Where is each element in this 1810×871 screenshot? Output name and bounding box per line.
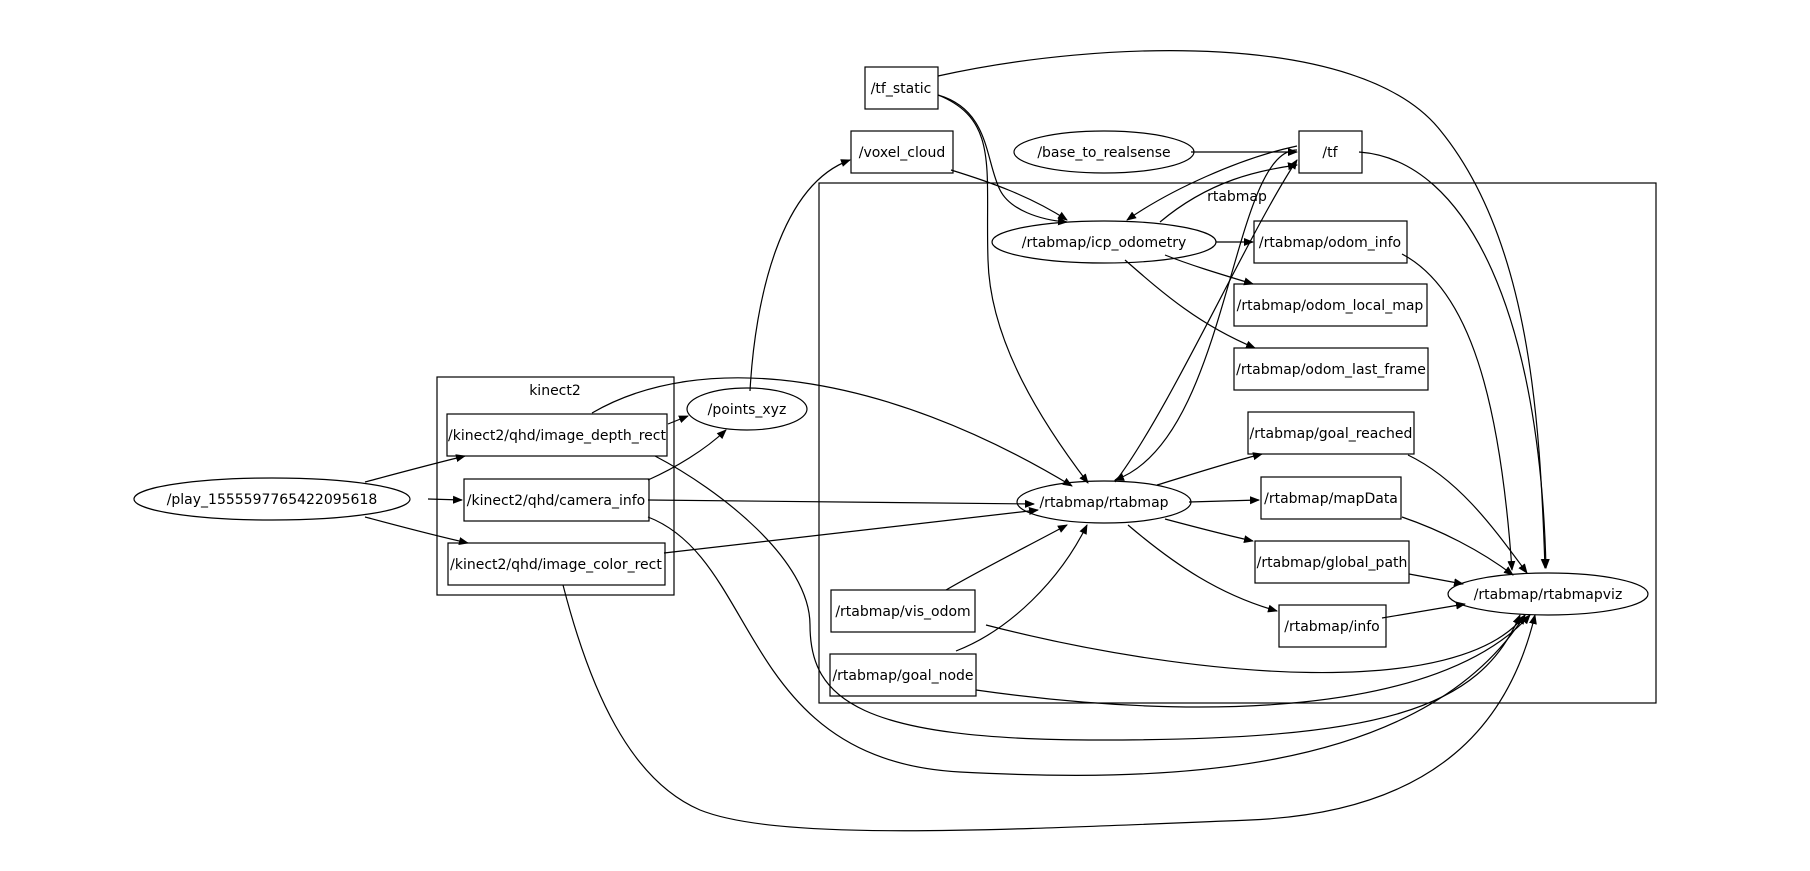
edge [591,377,1073,487]
edge [1159,162,1298,223]
node-base-to-realsense[interactable]: /base_to_realsense [1013,130,1195,174]
node-label: /kinect2/qhd/image_depth_rect [448,428,666,444]
node-map-data[interactable]: /rtabmap/mapData [1260,476,1402,520]
node-label: /rtabmap/vis_odom [835,604,970,620]
edges [364,50,1550,832]
edge [1358,151,1550,569]
edge [985,614,1526,674]
edge [1126,145,1298,221]
node-rtabmapviz[interactable]: /rtabmap/rtabmapviz [1447,572,1649,616]
edge [1407,454,1528,574]
cluster-rtabmap: rtabmap [818,182,1657,704]
cluster-kinect2: kinect2 [436,376,675,596]
edge [1408,573,1464,587]
node-label: /play_1555597765422095618 [167,492,378,508]
edge [950,169,1068,221]
edge [1401,516,1514,576]
node-label: /tf [1322,145,1338,161]
edge [663,507,1039,554]
edge [937,50,1549,569]
node-vis-odom[interactable]: /rtabmap/vis_odom [830,589,976,633]
edge [1156,452,1263,486]
edge [955,524,1088,652]
edge [937,94,1068,226]
node-play[interactable]: /play_1555597765422095618 [133,477,411,521]
edge [1124,259,1256,349]
node-label: /tf_static [871,81,932,97]
node-label: /voxel_cloud [859,145,945,161]
node-label: /base_to_realsense [1037,145,1170,161]
node-label: /kinect2/qhd/image_color_rect [450,557,662,573]
node-label: /rtabmap/info [1284,619,1380,635]
node-label: /rtabmap/rtabmapviz [1474,587,1623,603]
node-odom-last-frame[interactable]: /rtabmap/odom_last_frame [1233,347,1429,391]
edge [1164,254,1254,286]
edge [1164,518,1254,544]
node-tf-static[interactable]: /tf_static [864,66,939,110]
node-label: /rtabmap/goal_node [832,668,973,684]
node-label: /rtabmap/mapData [1264,491,1398,507]
node-label: /rtabmap/goal_reached [1250,426,1413,442]
edge [975,614,1531,708]
edge [1188,496,1260,505]
node-odom-local-map[interactable]: /rtabmap/odom_local_map [1233,283,1428,327]
node-global-path[interactable]: /rtabmap/global_path [1254,540,1410,584]
node-goal-node[interactable]: /rtabmap/goal_node [829,653,977,697]
cluster-label: rtabmap [1207,189,1267,205]
edge [1114,149,1298,481]
node-image-depth-rect[interactable]: /kinect2/qhd/image_depth_rect [446,413,668,457]
cluster-label: kinect2 [529,383,581,399]
edge [562,584,1537,832]
node-odom-info[interactable]: /rtabmap/odom_info [1253,220,1408,264]
node-voxel-cloud[interactable]: /voxel_cloud [850,130,954,174]
edge [667,415,689,425]
node-camera-info[interactable]: /kinect2/qhd/camera_info [463,478,650,522]
node-points-xyz[interactable]: /points_xyz [686,387,808,431]
node-goal-reached[interactable]: /rtabmap/goal_reached [1247,411,1415,455]
edge [1381,601,1466,619]
edge [749,159,851,392]
node-image-color-rect[interactable]: /kinect2/qhd/image_color_rect [447,542,666,586]
node-tf[interactable]: /tf [1298,130,1363,174]
edge [945,524,1068,591]
node-label: /rtabmap/global_path [1257,555,1408,571]
edge [1401,253,1516,571]
node-label: /rtabmap/rtabmap [1039,495,1168,511]
node-rtabmap[interactable]: /rtabmap/rtabmap [1016,480,1192,524]
node-label: /rtabmap/odom_info [1259,235,1401,251]
edge [1114,159,1298,483]
node-label: /rtabmap/odom_last_frame [1236,362,1426,378]
edge [654,455,1521,741]
edge [647,499,1035,508]
node-label: /points_xyz [708,402,787,418]
edge [647,429,727,481]
edge [364,454,466,483]
node-icp-odometry[interactable]: /rtabmap/icp_odometry [991,220,1217,264]
edge [427,495,463,504]
node-label: /rtabmap/odom_local_map [1237,298,1424,314]
edge [364,516,469,545]
node-label: /rtabmap/icp_odometry [1022,235,1187,251]
edge [937,94,1089,484]
node-info[interactable]: /rtabmap/info [1278,604,1387,648]
edge [1127,524,1278,613]
node-label: /kinect2/qhd/camera_info [467,493,646,509]
edge [647,516,1526,776]
